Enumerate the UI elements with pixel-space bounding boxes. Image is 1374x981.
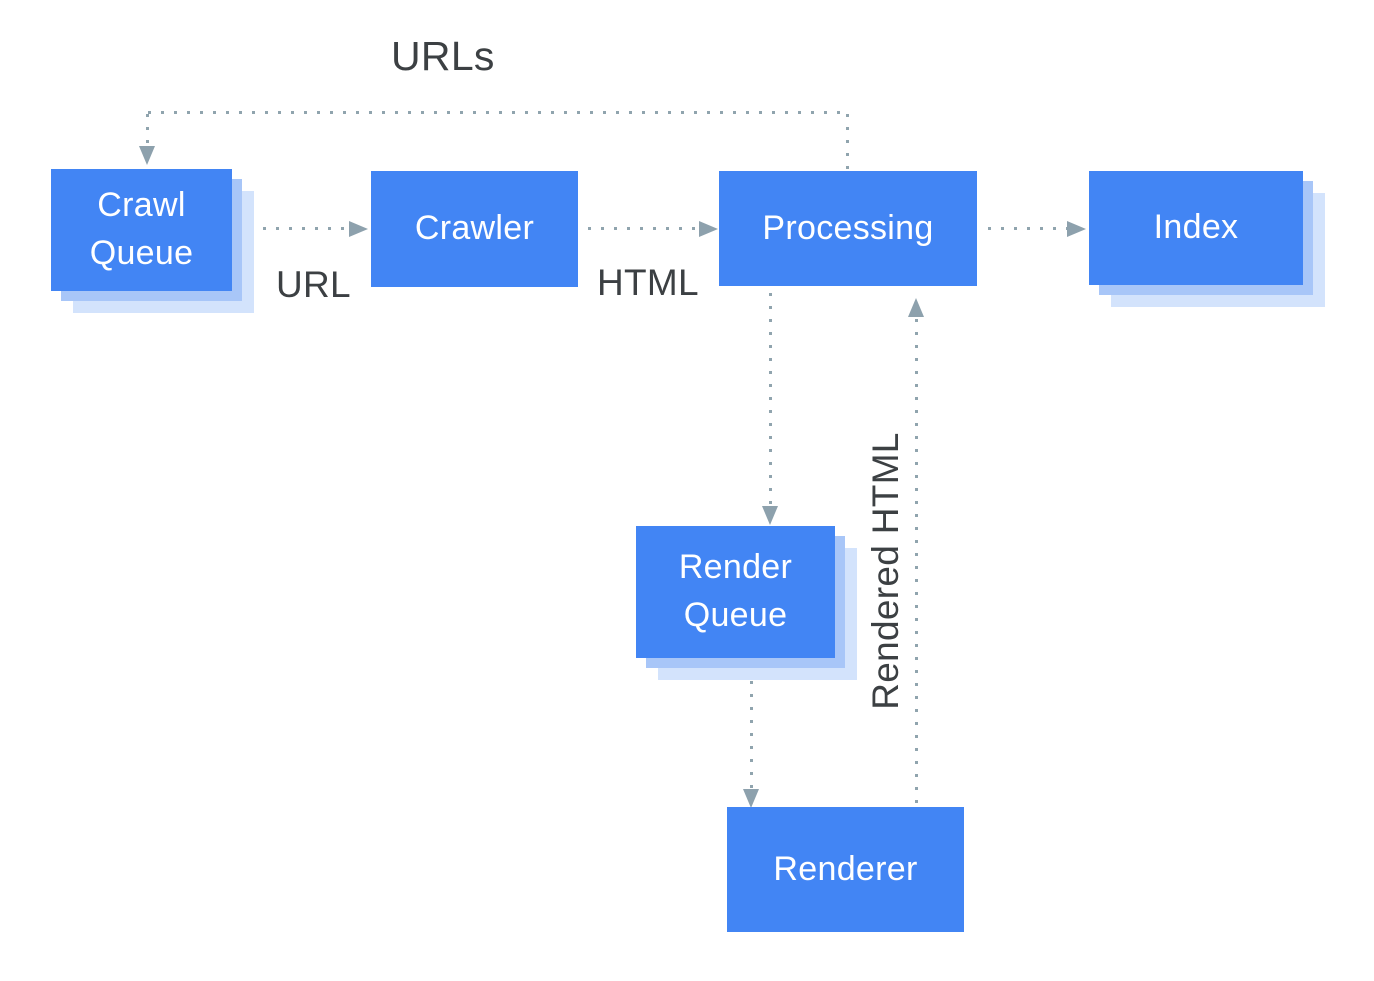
node-renderer: Renderer: [727, 807, 964, 932]
edge-renderer-to-processing: [915, 319, 918, 805]
arrowhead-into-crawl-queue-icon: [139, 146, 155, 165]
edge-processing-to-feedback: [846, 114, 849, 169]
node-renderer-label: Renderer: [773, 849, 918, 888]
arrowhead-into-processing-icon: [699, 221, 718, 237]
edge-feedback-urls-down: [146, 114, 149, 147]
edge-crawlqueue-to-crawler: [250, 227, 350, 230]
arrowhead-into-index-icon: [1067, 221, 1086, 237]
node-render-queue: Render Queue: [636, 526, 835, 658]
rendered-html-label: Rendered HTML: [865, 432, 906, 710]
arrowhead-into-processing-bottom-icon: [908, 298, 924, 317]
arrowhead-into-crawler-icon: [349, 221, 368, 237]
node-crawl-queue: Crawl Queue: [51, 169, 232, 291]
node-processing: Processing: [719, 171, 977, 286]
edge-renderqueue-to-renderer: [750, 681, 753, 788]
node-processing-label: Processing: [762, 208, 934, 247]
node-render-queue-label: Render Queue: [678, 548, 793, 634]
edge-processing-to-index: [988, 227, 1068, 230]
node-crawler-label: Crawler: [414, 209, 535, 248]
arrowhead-into-renderer-icon: [743, 789, 759, 808]
node-index-label: Index: [1153, 208, 1239, 247]
node-crawl-queue-label: Crawl Queue: [89, 186, 194, 272]
edge-feedback-urls-horizontal: [148, 111, 848, 114]
url-label: URL: [276, 264, 351, 305]
urls-label: URLs: [391, 33, 495, 79]
node-crawler: Crawler: [371, 171, 578, 287]
node-index: Index: [1089, 171, 1303, 285]
edge-crawler-to-processing: [588, 227, 700, 230]
edge-processing-to-renderqueue: [769, 293, 772, 505]
html-label: HTML: [597, 262, 699, 303]
arrowhead-into-render-queue-icon: [762, 506, 778, 525]
